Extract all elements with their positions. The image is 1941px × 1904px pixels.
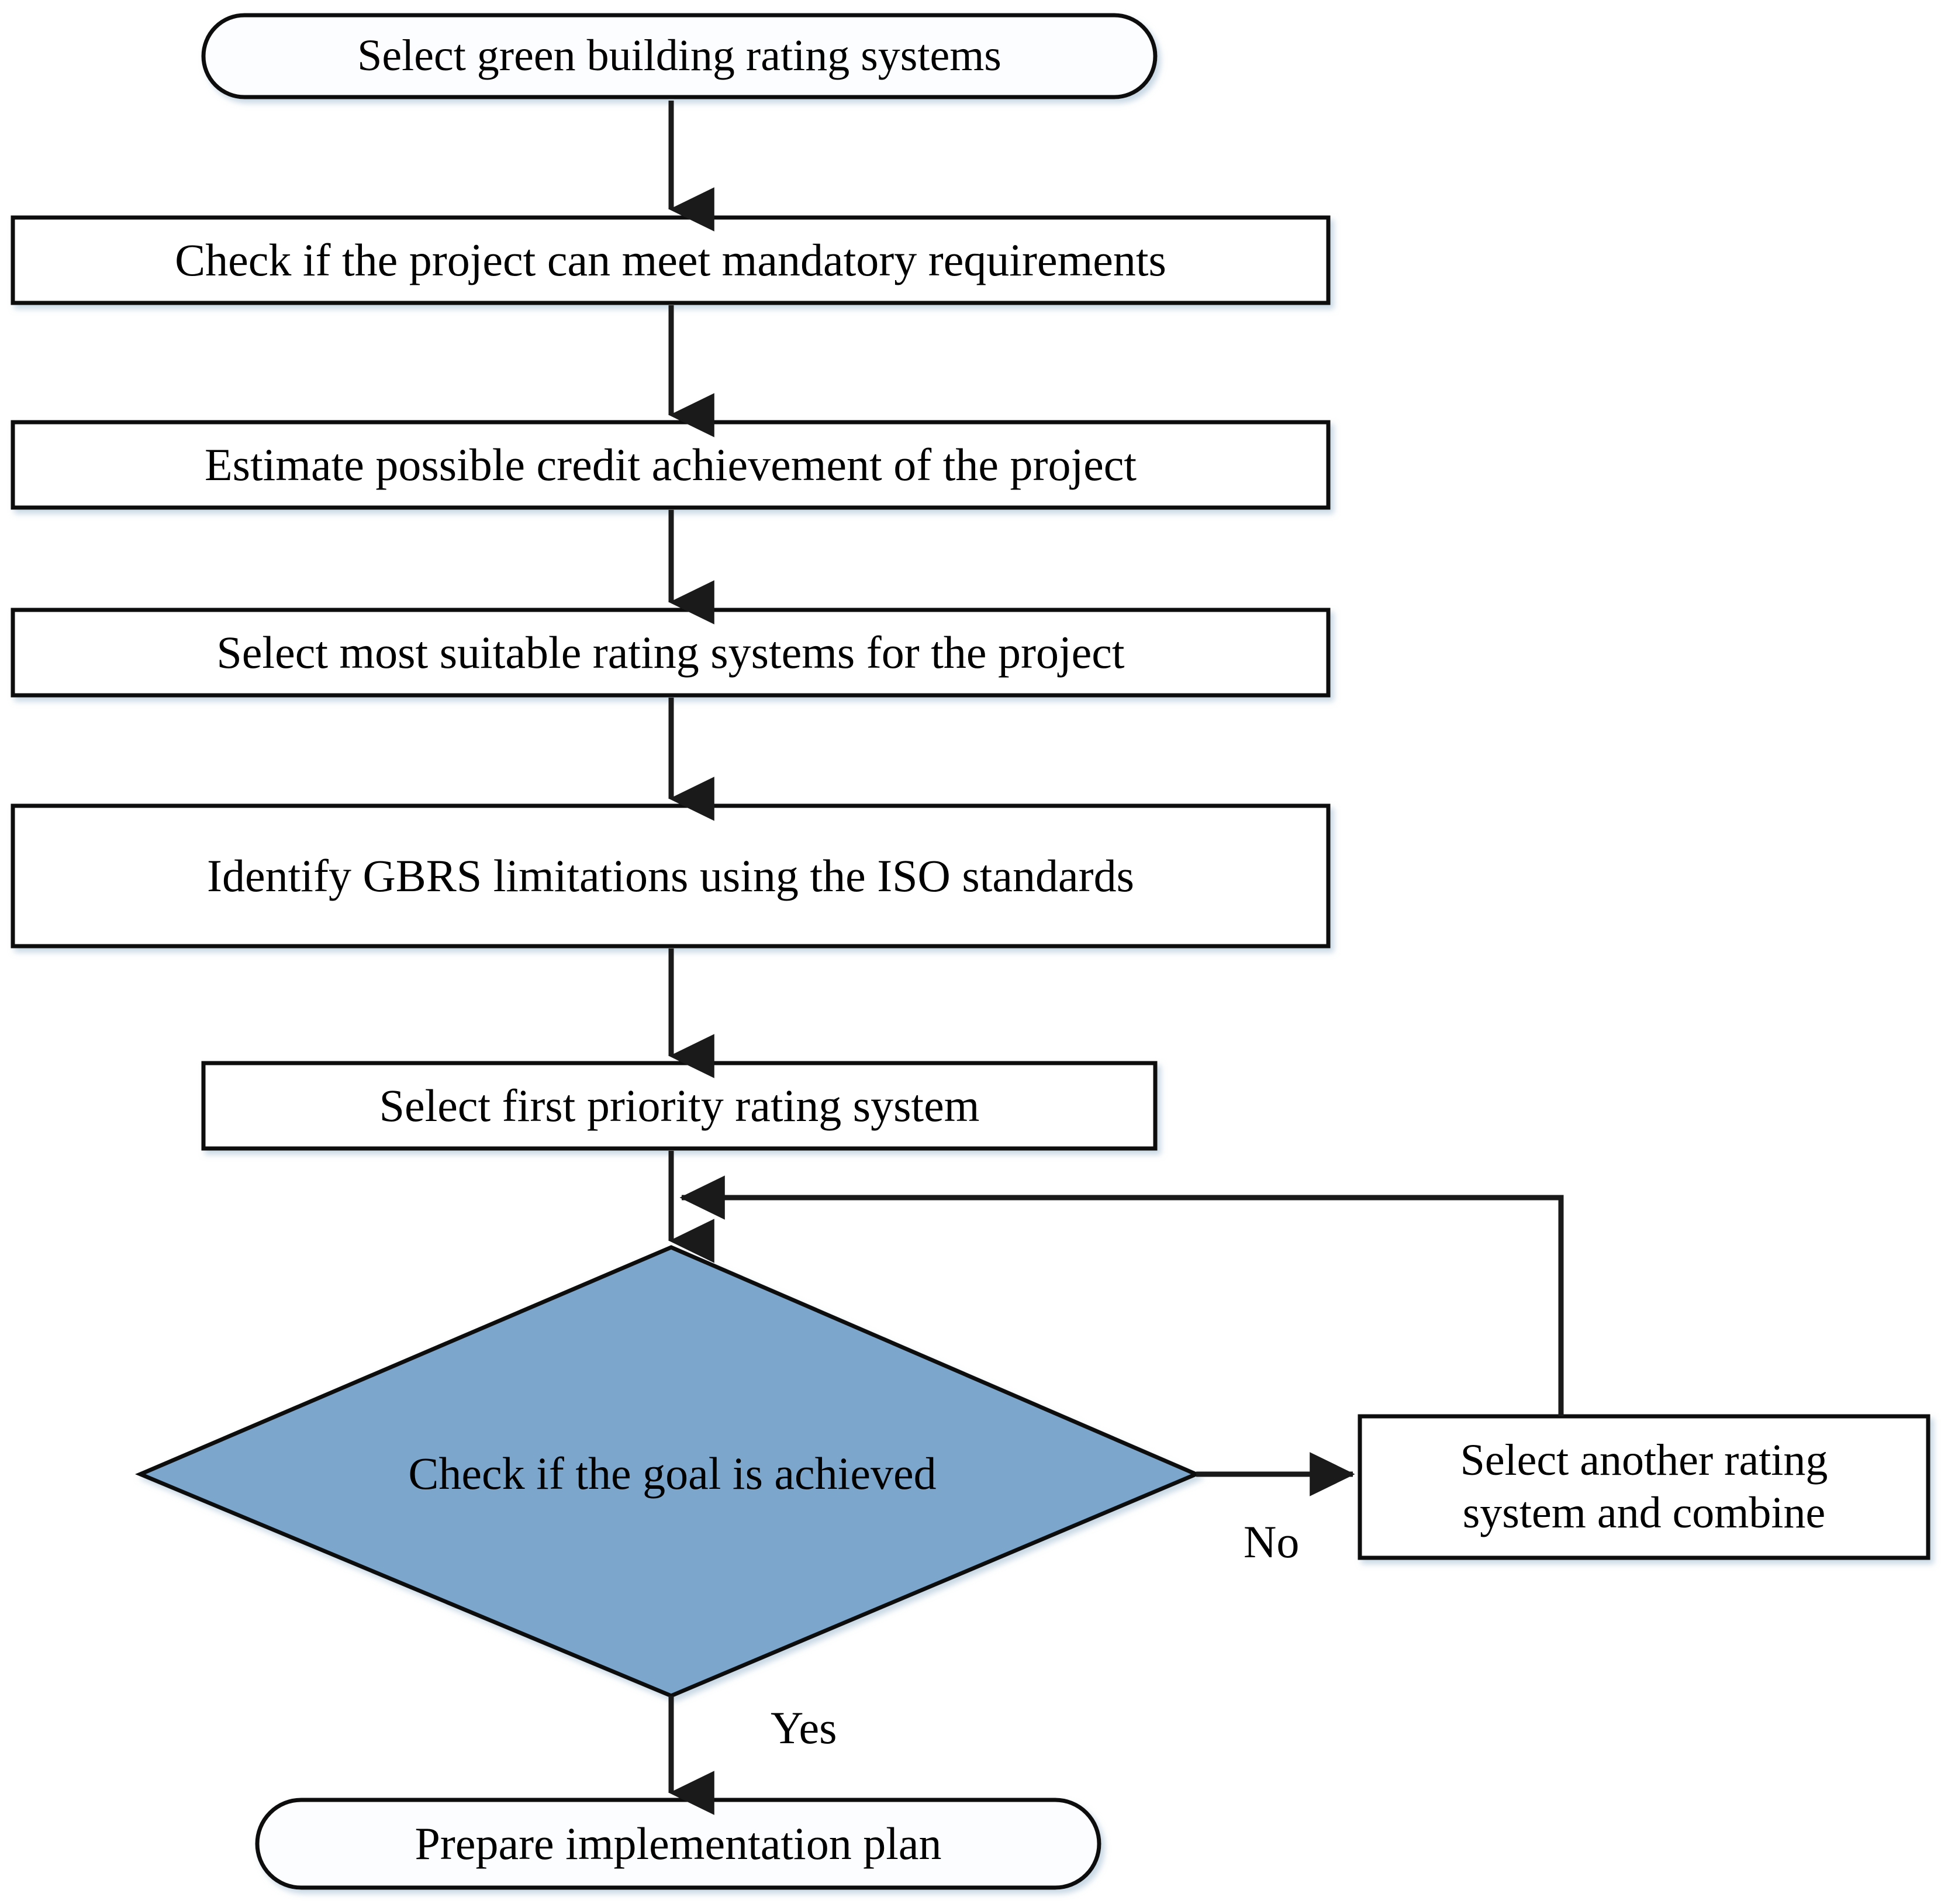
shape-prepare-plan[interactable]: [255, 1798, 1101, 1890]
edge-label-yes: Yes: [771, 1702, 837, 1753]
shape-identify-limitations[interactable]: [11, 803, 1331, 948]
shape-decision-goal[interactable]: [135, 1245, 1201, 1698]
shape-check-mandatory[interactable]: [11, 215, 1331, 305]
shape-select-first-priority[interactable]: [201, 1061, 1158, 1151]
shape-select-suitable[interactable]: [11, 608, 1331, 698]
shape-select-another[interactable]: [1358, 1414, 1930, 1560]
edge-label-no: No: [1244, 1516, 1300, 1567]
shape-estimate-credit[interactable]: [11, 420, 1331, 510]
shape-start[interactable]: [201, 13, 1158, 99]
edge-another-feedback-loop: [679, 1175, 1564, 1416]
